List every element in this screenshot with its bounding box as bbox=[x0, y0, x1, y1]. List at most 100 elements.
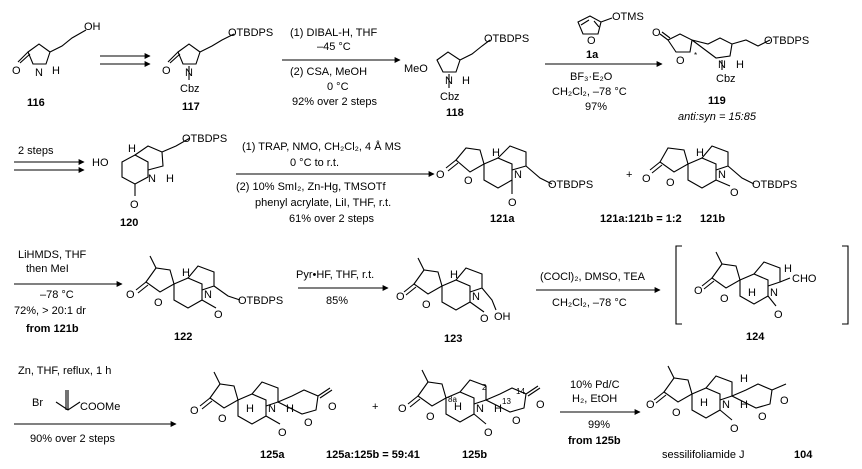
bracket-124 bbox=[675, 245, 849, 325]
atom-o: O bbox=[480, 313, 489, 325]
plus-sign: + bbox=[372, 401, 378, 413]
atom-o-ring: O bbox=[720, 293, 729, 305]
atom-h: H bbox=[740, 373, 748, 385]
atom-n: N bbox=[268, 403, 276, 415]
atom-o-ring: O bbox=[304, 417, 313, 429]
atom-o: O bbox=[278, 427, 287, 439]
compound-label-125b: 125b bbox=[462, 449, 487, 461]
compound-125b: O O H 8a N 2 H 13 14 O O O 125b bbox=[398, 369, 545, 461]
group-otbdps: OTBDPS bbox=[548, 179, 593, 191]
diastereomer-ratio: anti:syn = 15:85 bbox=[678, 111, 757, 123]
condition-line: BF₃·E₂O bbox=[570, 71, 613, 83]
plus-sign: + bbox=[626, 169, 632, 181]
reaction-arrow-4: (1) TRAP, NMO, CH₂Cl₂, 4 Å MS 0 °C to r.… bbox=[236, 140, 435, 225]
atom-o: O bbox=[398, 403, 407, 415]
group-otbdps: OTBDPS bbox=[182, 133, 227, 145]
compound-116: O N H OH 116 bbox=[12, 21, 101, 109]
atom-o: O bbox=[126, 289, 135, 301]
condition-line: CH₂Cl₂, –78 °C bbox=[552, 297, 627, 309]
atom-o-ring: O bbox=[676, 55, 685, 67]
atom-h: H bbox=[182, 267, 190, 279]
atom-o: O bbox=[328, 401, 337, 413]
atom-h: H bbox=[700, 397, 708, 409]
atom-o: O bbox=[536, 399, 545, 411]
atom-o: O bbox=[508, 197, 517, 209]
atom-h: H bbox=[450, 269, 458, 281]
atom-n: N bbox=[472, 291, 480, 303]
atom-o: O bbox=[162, 65, 171, 77]
compound-104: O O H N H H O O O sessilifoliamide J 104 bbox=[646, 365, 813, 461]
atom-h: H bbox=[494, 403, 502, 415]
atom-o: O bbox=[130, 199, 139, 211]
product-ratio: 121a:121b = 1:2 bbox=[600, 213, 682, 225]
condition-line: LiHMDS, THF bbox=[18, 249, 87, 261]
reagent-br: Br bbox=[32, 397, 43, 409]
group-oh: OH bbox=[494, 311, 511, 323]
atom-o: O bbox=[396, 291, 405, 303]
atom-o: O bbox=[646, 399, 655, 411]
group-otms: OTMS bbox=[612, 11, 644, 23]
condition-line: (2) CSA, MeOH bbox=[290, 66, 367, 78]
atom-h: H bbox=[462, 75, 470, 87]
compound-119: O O * N H Cbz OTBDPS 119 anti:syn = 15:8… bbox=[652, 27, 809, 123]
compound-120: HO H N H O OTBDPS 120 bbox=[92, 133, 227, 229]
atom-h: H bbox=[696, 147, 704, 159]
multistep-arrow-2: 2 steps bbox=[14, 145, 85, 173]
position-label: 2 bbox=[482, 383, 487, 392]
atom-o: O bbox=[694, 285, 703, 297]
atom-o-ring: O bbox=[758, 411, 767, 423]
reaction-arrow-7: (COCl)₂, DMSO, TEA CH₂Cl₂, –78 °C bbox=[536, 271, 661, 309]
compound-label-116: 116 bbox=[27, 97, 45, 109]
atom-o: O bbox=[214, 309, 223, 321]
atom-o-ring: O bbox=[218, 413, 227, 425]
atom-n: N bbox=[185, 67, 193, 79]
condition-line: 2 steps bbox=[18, 145, 54, 157]
condition-line: 0 °C to r.t. bbox=[290, 157, 339, 169]
multistep-arrow-1 bbox=[100, 53, 151, 67]
condition-line: (1) DIBAL-H, THF bbox=[290, 27, 377, 39]
atom-h: H bbox=[736, 59, 744, 71]
group-meo: MeO bbox=[404, 63, 428, 75]
atom-n: N bbox=[476, 403, 484, 415]
atom-o-ring: O bbox=[512, 415, 521, 427]
compound-label-120: 120 bbox=[120, 217, 138, 229]
atom-h: H bbox=[128, 143, 136, 155]
atom-o: O bbox=[484, 427, 493, 439]
condition-line: H₂, EtOH bbox=[572, 393, 617, 405]
atom-o: O bbox=[652, 27, 661, 39]
reagent-coome: COOMe bbox=[80, 401, 120, 413]
group-cbz: Cbz bbox=[440, 91, 460, 103]
atom-o-ring: O bbox=[154, 297, 163, 309]
compound-124: O O H N H O CHO 124 bbox=[694, 251, 817, 343]
atom-n: N bbox=[35, 67, 43, 79]
compound-label-123: 123 bbox=[444, 333, 462, 345]
compound-label-104: 104 bbox=[794, 449, 813, 461]
group-otbdps: OTBDPS bbox=[228, 27, 273, 39]
condition-line: 85% bbox=[326, 295, 348, 307]
product-ratio: 125a:125b = 59:41 bbox=[326, 449, 420, 461]
atom-n: N bbox=[204, 289, 212, 301]
compound-123: O O H N O OH 123 bbox=[396, 257, 511, 345]
condition-line: –45 °C bbox=[317, 41, 351, 53]
atom-n: N bbox=[514, 169, 522, 181]
atom-o: O bbox=[730, 187, 739, 199]
condition-line: 99% bbox=[588, 419, 610, 431]
position-label: 13 bbox=[502, 397, 511, 406]
condition-line: 0 °C bbox=[327, 81, 349, 93]
compound-label-118: 118 bbox=[446, 107, 464, 119]
condition-line: Zn, THF, reflux, 1 h bbox=[18, 365, 111, 377]
compound-label-117: 117 bbox=[182, 101, 200, 113]
atom-h: H bbox=[784, 263, 792, 275]
condition-line: 10% Pd/C bbox=[570, 379, 620, 391]
atom-o-ring: O bbox=[426, 411, 435, 423]
condition-line: (2) 10% SmI₂, Zn-Hg, TMSOTf bbox=[236, 181, 386, 193]
condition-line: 97% bbox=[585, 101, 607, 113]
condition-line: –78 °C bbox=[40, 289, 74, 301]
compound-label-121a: 121a bbox=[490, 213, 515, 225]
condition-line: from 121b bbox=[26, 323, 79, 335]
reaction-arrow-2: (1) DIBAL-H, THF –45 °C (2) CSA, MeOH 0 … bbox=[282, 27, 401, 108]
atom-o-ring: O bbox=[666, 177, 675, 189]
compound-label-122: 122 bbox=[174, 331, 192, 343]
reaction-arrow-9: 10% Pd/C H₂, EtOH 99% from 125b bbox=[560, 379, 641, 447]
atom-o: O bbox=[774, 309, 783, 321]
